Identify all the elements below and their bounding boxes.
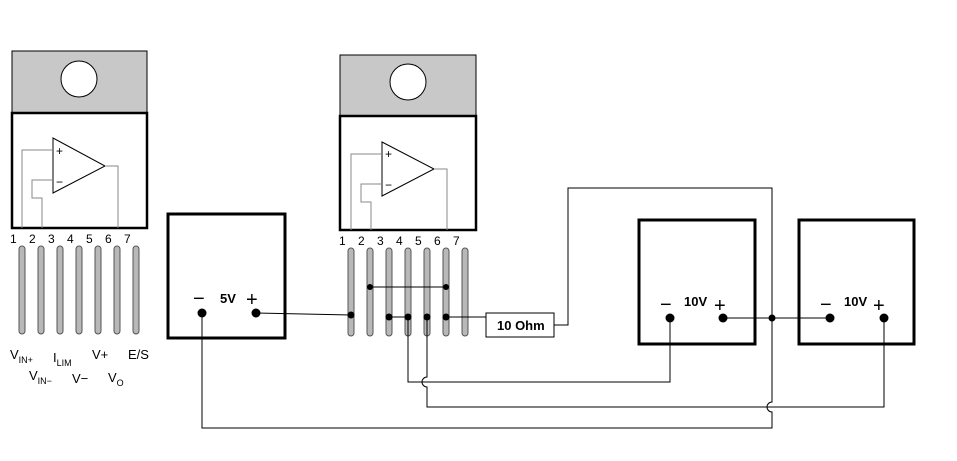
junction-pin2	[367, 284, 373, 290]
reference-ic: + − 1 2 3 4 5 6 7 VIN+ VIN− ILIM V− V+ V…	[10, 50, 149, 388]
resistor-box	[485, 312, 555, 338]
label-v-plus: V+	[92, 347, 108, 362]
supply-10v-a-plus-sign: +	[714, 295, 726, 317]
pin-number-6: 6	[105, 232, 112, 246]
pin-number-4: 4	[67, 232, 74, 246]
wire-5v-pos-to-pin1	[255, 312, 352, 316]
supply-10v-a-minus-sign: −	[660, 294, 672, 316]
lead-4	[75, 245, 83, 335]
label-v-minus: V−	[72, 371, 88, 386]
pin-number-6: 6	[434, 234, 441, 248]
pin-number-2: 2	[29, 232, 36, 246]
lead-7	[132, 245, 140, 335]
opamp-plus: +	[56, 144, 63, 158]
lead-5	[94, 245, 102, 335]
supply-10v-b-box	[797, 218, 916, 346]
lead-3	[385, 247, 393, 337]
internal-wire-pin6	[105, 165, 119, 228]
wiring	[201, 187, 885, 429]
lead-1	[347, 247, 355, 337]
resistor-label: 10 Ohm	[497, 318, 545, 333]
pin-number-7: 7	[453, 234, 460, 248]
internal-wire-pin6	[434, 168, 448, 230]
lead-6	[442, 247, 450, 337]
lead-7	[461, 247, 469, 337]
lead-3	[56, 245, 64, 335]
wire-5v-neg-return	[201, 313, 773, 429]
pin-number-5: 5	[86, 232, 93, 246]
pin-number-5: 5	[415, 234, 422, 248]
supply-10v-b-minus-sign: −	[820, 294, 832, 316]
lead-2	[366, 247, 374, 337]
opamp-minus: −	[385, 178, 392, 192]
wire-resistor-to-supply-junction	[554, 187, 773, 326]
supply-5v-label: 5V	[220, 291, 236, 306]
lead-6	[113, 245, 121, 335]
junction-pin3	[385, 313, 393, 321]
supply-5v-box	[166, 212, 287, 340]
supply-5v-plus-sign: +	[246, 289, 258, 311]
junction-supply-series	[768, 314, 776, 322]
wire-pin5-to-10v-b-pos	[421, 317, 885, 408]
supply-10v-a-label: 10V	[684, 294, 707, 309]
internal-wire-pin2	[360, 183, 382, 230]
pin-number-3: 3	[48, 232, 55, 246]
label-vo: VO	[108, 370, 124, 388]
resistor-10-ohm: 10 Ohm	[485, 312, 555, 338]
label-es: E/S	[128, 347, 149, 362]
supply-10v-a-box	[637, 218, 757, 346]
internal-wire-pin1	[21, 149, 53, 228]
pin-number-7: 7	[124, 232, 131, 246]
supply-5v-minus-sign: −	[193, 288, 205, 310]
supply-5v: − 5V +	[166, 212, 287, 340]
opamp-plus: +	[385, 147, 392, 161]
label-vin-plus: VIN+	[10, 347, 33, 365]
pin-number-2: 2	[358, 234, 365, 248]
lead-1	[18, 245, 26, 335]
pin-number-1: 1	[10, 232, 17, 246]
label-ilim: ILIM	[53, 350, 72, 368]
lead-2	[37, 245, 45, 335]
pin-number-3: 3	[377, 234, 384, 248]
supply-10v-b-label: 10V	[844, 294, 867, 309]
supply-10v-b-plus-sign: +	[873, 295, 885, 317]
opamp-symbol	[52, 137, 107, 194]
pin-number-1: 1	[339, 234, 346, 248]
label-vin-minus: VIN−	[29, 368, 52, 386]
opamp-symbol	[381, 141, 436, 197]
wire-pin4-to-10v-a-neg	[407, 317, 671, 383]
pin-number-4: 4	[396, 234, 403, 248]
ic-mount-hole	[60, 60, 98, 98]
opamp-minus: −	[56, 175, 63, 189]
supply-10v-a: − 10V +	[637, 218, 757, 346]
internal-wire-pin1	[350, 153, 382, 230]
internal-wire-pin2	[31, 179, 53, 228]
supply-10v-b: − 10V +	[797, 218, 916, 346]
ic-leads	[18, 245, 140, 335]
circuit-ic: + − 1 2 3 4 5 6 7	[338, 54, 478, 337]
junction-pin6-top	[443, 284, 449, 290]
ic-mount-hole	[389, 63, 427, 101]
